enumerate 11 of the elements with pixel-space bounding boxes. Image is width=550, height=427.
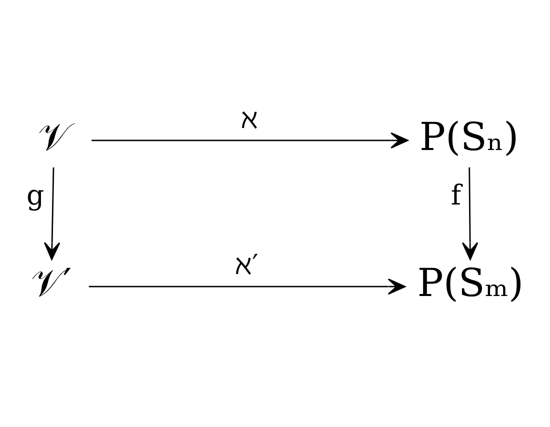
- edge-label: g: [26, 178, 44, 212]
- arrow: [462, 167, 478, 260]
- edge-label: ℵ′: [235, 248, 258, 282]
- edge-label: ℵ: [240, 102, 258, 135]
- edge-label: f: [450, 178, 462, 212]
- arrow: [88, 278, 406, 295]
- node-text: P(Sₘ): [417, 261, 524, 306]
- node-text: 𝒱′: [30, 261, 72, 306]
- node-text: P(Sₙ): [419, 114, 519, 160]
- arrow: [92, 132, 408, 149]
- arrow: [44, 167, 60, 260]
